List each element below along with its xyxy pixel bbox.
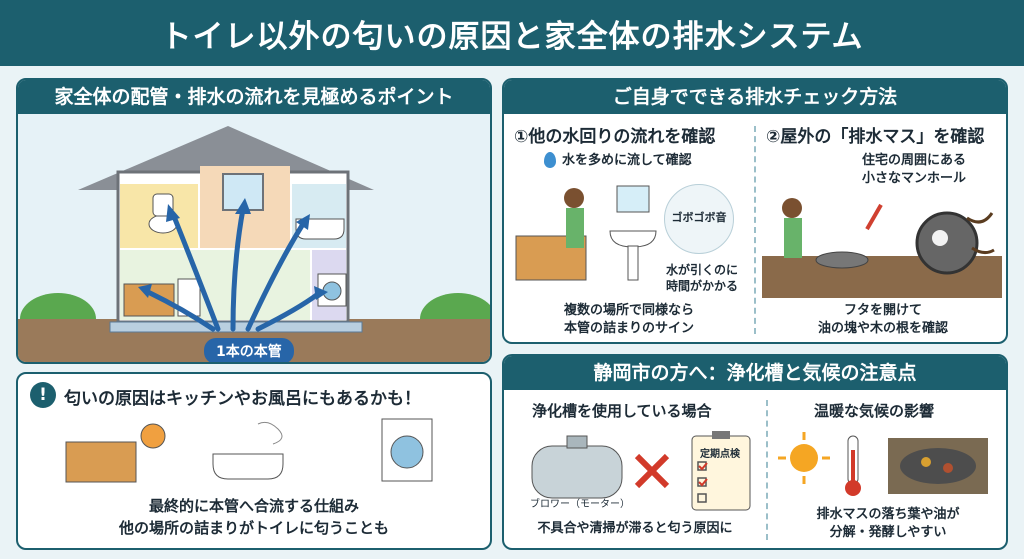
shizuoka-divider [766, 400, 768, 540]
shizuoka-panel-heading: 静岡市の方へ：浄化槽と気候の注意点 [504, 356, 1006, 390]
check-panel: ご自身でできる排水チェック方法 ①他の水回りの流れを確認 水を多めに流して確認 … [502, 78, 1008, 344]
step1-conclusion-1: 複数の場所で同様なら [563, 303, 694, 318]
step2-conclusion-2: 油の塊や木の根を確認 [817, 321, 948, 336]
step1-tip: 水を多めに流して確認 [562, 153, 692, 168]
house-panel: 家全体の配管・排水の流れを見極めるポイント [16, 78, 492, 364]
step1-conclusion-2: 本管の詰まりのサイン [563, 321, 694, 336]
water-drop-icon [544, 152, 556, 168]
gurgle-sound: ゴボゴボ音 [671, 211, 727, 224]
appliances-illustration [65, 418, 433, 483]
alert-icon: ! [30, 382, 56, 408]
title-bar: トイレ以外の匂いの原因と家全体の排水システム [0, 0, 1024, 66]
check-panel-heading: ご自身でできる排水チェック方法 [504, 80, 1006, 114]
main-pipe-label: 1本の本管 [204, 338, 294, 362]
page-title: トイレ以外の匂いの原因と家全体の排水システム [160, 18, 864, 55]
step2-desc-1: 住宅の周囲にある [861, 153, 966, 168]
check-divider [754, 126, 756, 334]
slow-drain-line-1: 水が引くのに [665, 263, 738, 277]
sink-illustration [515, 185, 657, 281]
sound-bubble [664, 184, 734, 254]
step2-title: ②屋外の「排水マス」を確認 [766, 127, 985, 147]
climate-conclusion-1: 排水マスの落ち葉や油が [816, 507, 960, 522]
step2-desc-2: 小さなマンホール [861, 171, 966, 186]
smell-line-2: 他の場所の詰まりがトイレに匂うことも [118, 519, 389, 537]
climate-illustration [778, 432, 988, 496]
septic-conclusion: 不具合や清掃が滞ると匂う原因に [537, 521, 733, 536]
house-illustration [18, 126, 490, 362]
slow-drain-line-2: 時間がかかる [665, 279, 738, 293]
climate-conclusion-2: 分解・発酵しやすい [829, 525, 947, 540]
clipboard-label: 定期点検 [700, 449, 740, 460]
septic-title: 浄化槽を使用している場合 [532, 402, 712, 420]
step2-conclusion-1: フタを開けて [843, 303, 922, 318]
smell-heading: 匂いの原因はキッチンやお風呂にもあるかも！ [64, 389, 421, 409]
septic-tank-illustration [531, 431, 751, 511]
step1-title: ①他の水回りの流れを確認 [514, 127, 716, 147]
smell-panel: ! 匂いの原因はキッチンやお風呂にもあるかも！ 最終的に本管へ合流する仕組み 他… [16, 372, 492, 550]
climate-title: 温暖な気候の影響 [814, 402, 935, 420]
shizuoka-panel: 静岡市の方へ：浄化槽と気候の注意点 浄化槽を使用している場合 ブロワー（モーター… [502, 354, 1008, 550]
drain-basin-illustration [762, 198, 1002, 298]
smell-line-1: 最終的に本管へ合流する仕組み [148, 497, 359, 515]
blower-label: ブロワー（モーター） [530, 499, 630, 510]
house-panel-heading: 家全体の配管・排水の流れを見極めるポイント [18, 80, 490, 114]
